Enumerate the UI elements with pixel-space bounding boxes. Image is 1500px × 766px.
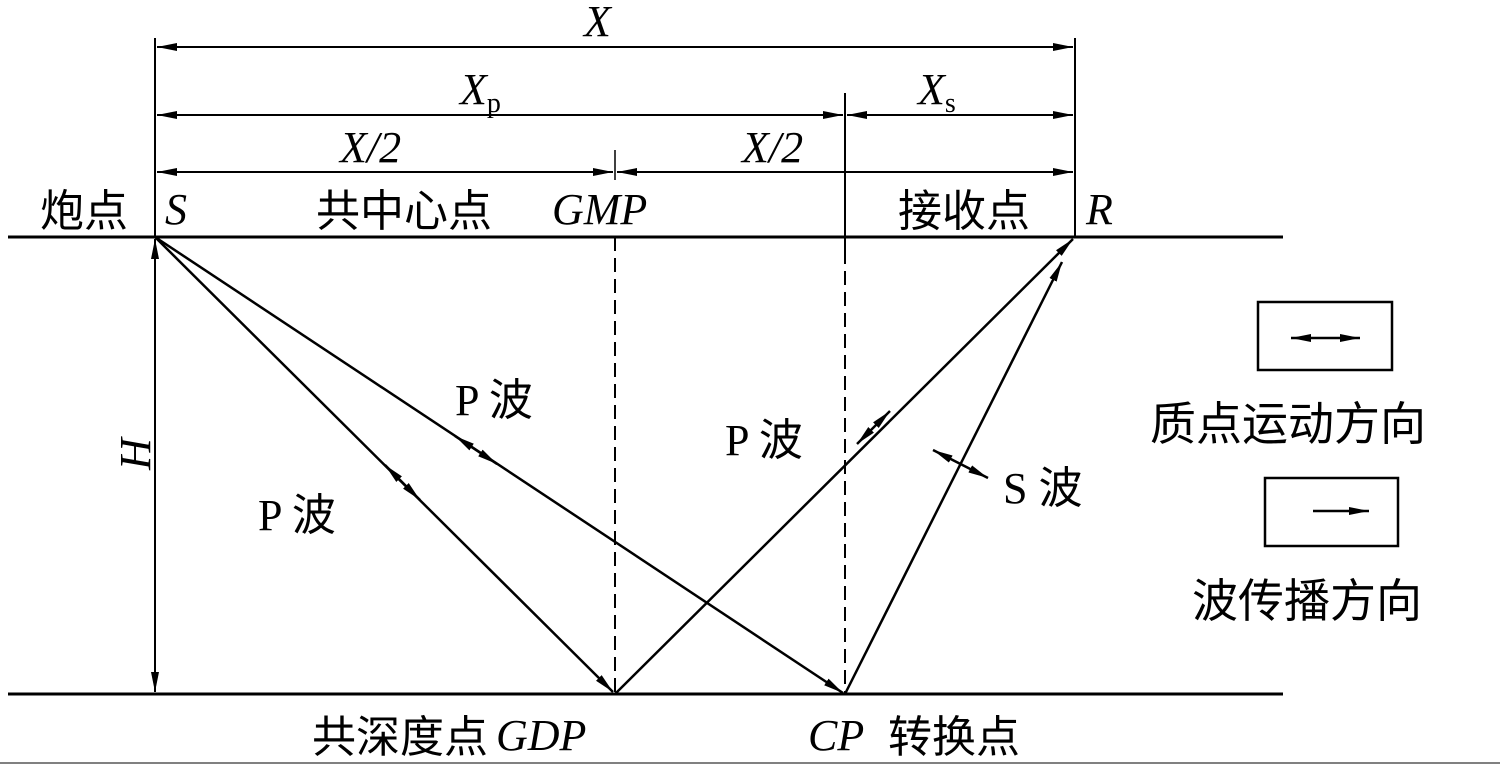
- label-cp-cn: 转换点: [888, 713, 1020, 762]
- label-half-right: X/2: [740, 123, 803, 172]
- ray-s-to-gdp: [154, 236, 614, 693]
- label-cmp-cn: 共中心点: [316, 187, 492, 236]
- label-xs-main: X: [916, 65, 947, 114]
- particle-motion-arrow: [384, 464, 421, 501]
- label-p-wave: P 波: [725, 416, 803, 465]
- legend-box-propagation: [1263, 476, 1400, 548]
- label-cmp-sym: GMP: [552, 185, 647, 234]
- particle-motion-arrow: [932, 448, 989, 480]
- label-shot-cn: 炮点: [40, 187, 128, 236]
- label-xs-sub: s: [945, 88, 956, 119]
- label-depth-h: H: [111, 436, 160, 471]
- label-xp: Xp: [458, 65, 501, 119]
- label-xs: Xs: [916, 65, 956, 119]
- legend-label-particle-motion: 质点运动方向: [1150, 399, 1426, 450]
- ray-s-to-cp: [154, 235, 844, 695]
- label-x: X: [582, 0, 613, 46]
- ray-gdp-to-r: [614, 238, 1074, 695]
- label-p-wave: P 波: [258, 491, 336, 540]
- label-p-wave: P 波: [455, 376, 533, 425]
- label-xp-main: X: [458, 65, 489, 114]
- label-half-left: X/2: [338, 123, 401, 172]
- ray-cp-to-r-swave: [843, 261, 1064, 695]
- label-cdp-cn: 共深度点: [312, 713, 488, 762]
- label-recv-sym: R: [1085, 185, 1113, 234]
- label-recv-cn: 接收点: [898, 187, 1030, 236]
- legend-label-propagation: 波传播方向: [1192, 576, 1422, 627]
- label-cdp-sym: GDP: [496, 711, 586, 760]
- label-s-wave: S 波: [1003, 464, 1082, 513]
- particle-motion-arrow: [856, 410, 891, 445]
- label-shot-sym: S: [165, 185, 187, 234]
- legend-box-particle-motion: [1256, 300, 1394, 372]
- label-xp-sub: p: [487, 88, 501, 119]
- particle-motion-arrow: [454, 434, 498, 466]
- label-cp-sym: CP: [808, 711, 864, 760]
